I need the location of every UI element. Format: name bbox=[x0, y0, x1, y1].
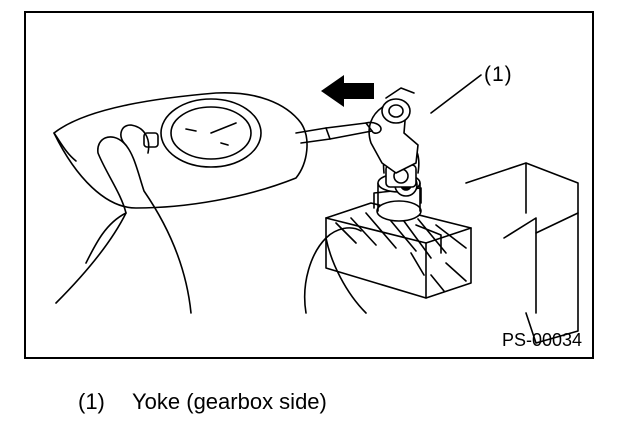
legend-number: (1) bbox=[78, 389, 105, 414]
yoke-gearbox-side bbox=[368, 87, 419, 174]
hand bbox=[55, 124, 192, 314]
figure-frame: (1) PS-00034 bbox=[24, 11, 594, 359]
second-hand bbox=[303, 227, 367, 314]
figure-code: PS-00034 bbox=[501, 330, 582, 350]
pull-arrow bbox=[321, 75, 374, 107]
vise-block bbox=[465, 162, 579, 344]
vise-jaws bbox=[325, 187, 472, 299]
illustration bbox=[53, 74, 579, 344]
callout-label: (1) bbox=[484, 63, 513, 86]
spring-scale bbox=[53, 92, 382, 209]
legend-item: (1) Yoke (gearbox side) bbox=[78, 389, 327, 415]
callout-leader bbox=[430, 74, 482, 114]
legend-text: Yoke (gearbox side) bbox=[132, 389, 327, 414]
